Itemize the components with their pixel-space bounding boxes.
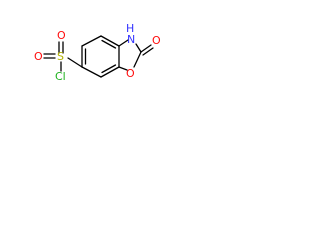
c-s-bond: [67, 57, 83, 68]
ring-bond: [81, 66, 102, 78]
sulfonyl-oxygen-left-label: O: [34, 50, 43, 63]
ring-double-bond: [101, 64, 117, 74]
hydrogen-label: H: [126, 22, 134, 35]
ring-bond: [100, 66, 120, 78]
ring-double-bond: [101, 39, 117, 49]
ring-bond: [135, 43, 142, 53]
sulfonyl-oxygen-top-label: O: [57, 29, 66, 42]
ring-bond: [118, 66, 128, 71]
ring-bond: [81, 35, 102, 47]
ring-bond: [118, 39, 129, 47]
ring-bond: [100, 35, 120, 47]
carbonyl-bond: [140, 44, 152, 53]
chlorine-label: Cl: [55, 70, 66, 83]
ring-bond: [133, 51, 142, 68]
carbonyl-bond: [142, 47, 154, 56]
ring-oxygen-label: O: [126, 67, 135, 80]
carbonyl-oxygen-label: O: [152, 34, 161, 47]
benzoxazolone-sulfonyl-chloride-structure: N H O O O O S Cl: [34, 22, 161, 83]
nitrogen-label: N: [127, 33, 135, 46]
sulfur-label: S: [57, 50, 64, 63]
